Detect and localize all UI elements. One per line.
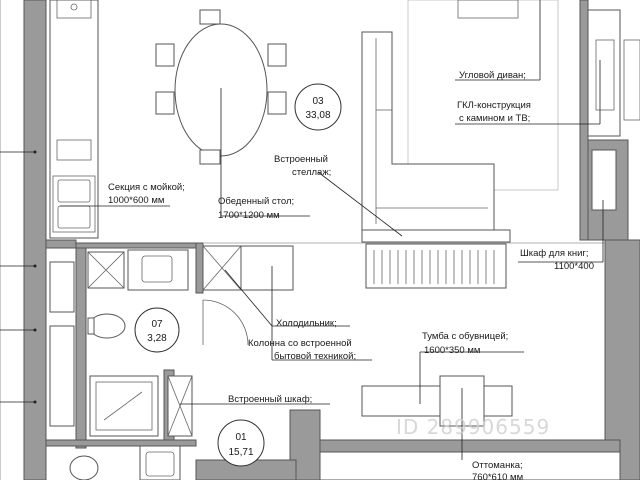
label-sink-line1: Секция с мойкой; bbox=[108, 182, 185, 193]
room-area: 33,08 bbox=[305, 110, 330, 121]
shoe-cabinet bbox=[319, 375, 621, 480]
kitchen-counter bbox=[49, 0, 99, 239]
leader-lines bbox=[0, 0, 604, 460]
room-marker-01: 01 15,71 bbox=[217, 419, 265, 467]
label-bookcase-line1: Шкаф для книг; bbox=[520, 248, 589, 259]
room-marker-03: 03 33,08 bbox=[294, 83, 342, 131]
room-marker-07: 07 3,28 bbox=[134, 307, 180, 353]
label-shoe-line1: Тумба с обувницей; bbox=[422, 331, 508, 342]
label-wardrobe: Встроенный шкаф; bbox=[228, 394, 312, 405]
label-shoe-line2: 1600*350 мм bbox=[424, 345, 480, 356]
label-ottoman-line1: Оттоманка; bbox=[472, 460, 523, 471]
room-area: 15,71 bbox=[228, 447, 253, 458]
label-shelving-line1: Встроенный bbox=[274, 154, 328, 165]
corner-sofa bbox=[361, 0, 559, 231]
label-column-line2: бытовой техникой; bbox=[274, 351, 356, 362]
watermark: ID 289906559 bbox=[396, 415, 550, 439]
label-gkl-line2: с камином и ТВ; bbox=[459, 113, 530, 124]
label-bookcase-line2: 1100*400 bbox=[554, 261, 594, 272]
room-area: 3,28 bbox=[147, 333, 167, 344]
labels: Угловой диван; ГКЛ-конструкция с камином… bbox=[108, 70, 594, 480]
tv-fireplace bbox=[587, 9, 640, 211]
label-gkl-line1: ГКЛ-конструкция bbox=[457, 100, 531, 111]
room-number: 01 bbox=[235, 432, 247, 443]
fridge-column bbox=[202, 245, 294, 291]
label-sink-line2: 1000*600 мм bbox=[108, 195, 164, 206]
label-shelving-line2: стеллаж; bbox=[292, 167, 331, 178]
label-column-line1: Колонна со встроенной bbox=[248, 338, 352, 349]
label-corner-sofa: Угловой диван; bbox=[459, 70, 526, 81]
label-ottoman-line2: 760*610 мм bbox=[472, 472, 523, 480]
label-table-line2: 1700*1200 мм bbox=[218, 210, 280, 221]
shelving bbox=[203, 229, 605, 289]
label-fridge: Холодильник; bbox=[276, 318, 337, 329]
bathroom bbox=[49, 249, 249, 480]
room-number: 03 bbox=[312, 96, 324, 107]
label-table-line1: Обеденный стол; bbox=[218, 196, 294, 207]
room-number: 07 bbox=[151, 319, 163, 330]
